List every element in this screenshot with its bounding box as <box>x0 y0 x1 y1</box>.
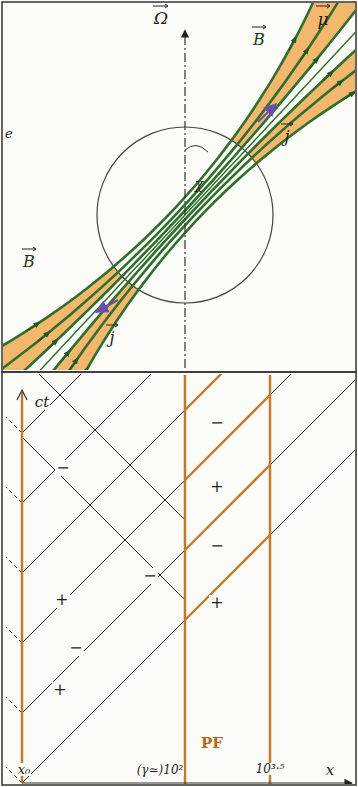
field-line <box>33 45 355 370</box>
diagram-label: + <box>209 595 224 611</box>
vector-marks <box>22 4 330 327</box>
field-arrow <box>38 333 47 341</box>
field-lines <box>3 3 355 370</box>
diagram-label: χ <box>194 177 204 191</box>
field-arrow <box>70 360 77 370</box>
field-line <box>3 3 355 370</box>
diagram-label: + <box>54 592 69 608</box>
field-arrow <box>323 73 332 81</box>
diagram-label: B <box>22 254 36 270</box>
diagram-label: B <box>252 32 266 48</box>
diagram-label: + <box>52 682 67 698</box>
diagram-label: μ <box>316 11 329 28</box>
diagram-label: PF <box>200 736 224 751</box>
light-ray <box>22 374 355 713</box>
diagram-label: ct <box>34 395 50 410</box>
ray-extension <box>6 487 22 503</box>
field-line <box>11 24 355 370</box>
field-arrow <box>289 39 295 50</box>
ct-axis <box>21 392 24 783</box>
diagram-label: Ω <box>153 10 169 27</box>
field-line <box>3 3 355 370</box>
diagram-label: 10³·⁵ <box>255 763 286 775</box>
current-region <box>3 3 355 370</box>
panel-frame <box>2 372 356 785</box>
diagram-label: − <box>142 568 157 584</box>
field-arrow <box>300 50 307 60</box>
light-ray <box>22 374 355 433</box>
pf-boundary <box>184 375 187 784</box>
pf-ray <box>185 465 270 550</box>
pf-ray <box>185 395 270 480</box>
reflected-ray <box>22 437 185 600</box>
diagram-label: j <box>284 129 291 145</box>
field-line <box>3 3 355 370</box>
field-arrow <box>309 59 317 68</box>
ray-extension <box>6 557 22 573</box>
pf-ray <box>185 374 270 410</box>
light-ray <box>22 374 355 503</box>
diagram-label: − <box>209 415 224 431</box>
x-axis <box>22 782 352 783</box>
field-arrow <box>61 352 69 361</box>
current-arrow <box>96 300 118 312</box>
field-arrow <box>47 341 56 349</box>
current-arrow <box>258 104 276 122</box>
diagram-label: + <box>209 479 224 495</box>
field-arrow <box>332 82 342 90</box>
light-cones <box>6 374 355 783</box>
diagram-label: j <box>109 330 116 346</box>
field-line <box>3 3 337 370</box>
diagram-label: − <box>209 538 224 554</box>
diagram-label: − <box>55 460 70 476</box>
rotation-axis <box>184 30 185 368</box>
diagram-label: (γ≃)10² <box>136 764 185 776</box>
diagram-label: x₀ <box>17 763 32 776</box>
field-arrow <box>81 369 87 370</box>
field-arrow <box>27 324 37 331</box>
diagram-label: x <box>325 763 335 778</box>
pf-boundary <box>269 375 272 784</box>
diagram-label: − <box>68 640 83 656</box>
field-line <box>3 8 355 370</box>
field-arrow <box>343 93 353 100</box>
diagram-label: e <box>4 127 14 140</box>
angle-arc <box>185 145 208 152</box>
ray-extension <box>6 417 22 433</box>
reflected-ray <box>22 374 185 520</box>
current-region <box>3 3 355 370</box>
axis-head <box>17 390 27 400</box>
ray-extension <box>6 697 22 713</box>
light-ray <box>22 374 355 573</box>
light-ray <box>22 374 355 643</box>
pf-ray <box>185 535 270 620</box>
ray-extension <box>6 627 22 643</box>
